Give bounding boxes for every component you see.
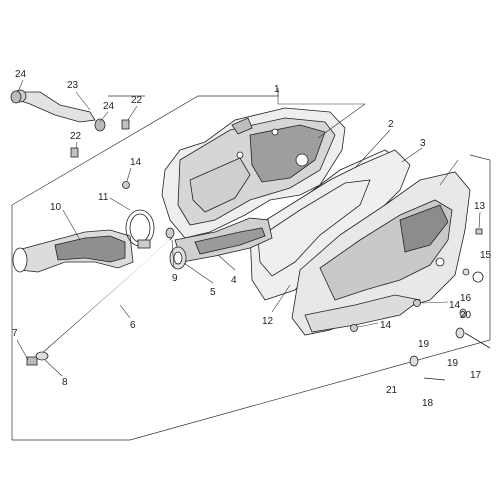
air-box-cover (291, 171, 471, 336)
callout-14-top: 14 (130, 157, 142, 168)
callout-labels: 1 2 3 4 5 6 7 8 9 10 11 12 13 14 14 14 1… (12, 69, 492, 409)
screw-b (413, 299, 421, 307)
callout-19-left: 19 (418, 339, 430, 350)
tube-clip (35, 351, 49, 361)
callout-8: 8 (62, 377, 68, 388)
spacer-b (459, 308, 467, 318)
callout-19-right: 19 (447, 358, 459, 369)
spacer-a (455, 327, 465, 339)
washer (462, 268, 470, 276)
callout-17: 17 (470, 370, 482, 381)
callout-22-right: 22 (131, 95, 143, 106)
callout-10: 10 (50, 202, 62, 213)
clip-b (70, 147, 79, 158)
clip-a (121, 119, 130, 130)
callout-15: 15 (480, 250, 492, 261)
breather-hose (13, 89, 96, 123)
leader-lines (16, 79, 481, 377)
plug (26, 356, 38, 366)
hose-clip-a (10, 90, 22, 104)
callout-24-left: 24 (15, 69, 27, 80)
callout-9: 9 (172, 273, 178, 284)
bolt-small (475, 228, 483, 235)
bolt-long-b (423, 377, 446, 381)
intake-hose (12, 229, 134, 273)
callout-16: 16 (460, 293, 472, 304)
callout-12: 12 (262, 316, 274, 327)
callout-20: 20 (460, 310, 472, 321)
intake-duct (174, 217, 273, 263)
callout-6: 6 (130, 320, 136, 331)
drain-tube (39, 237, 173, 356)
hose-clamp (125, 209, 155, 249)
callout-13: 13 (474, 201, 486, 212)
callout-14-bottom: 14 (380, 320, 392, 331)
bolt-long-a (464, 332, 491, 349)
callout-14-right: 14 (449, 300, 461, 311)
callout-3: 3 (420, 138, 426, 149)
callout-2: 2 (388, 119, 394, 130)
callout-23: 23 (67, 80, 79, 91)
assembly-outline (11, 88, 491, 441)
spacer-c (409, 355, 419, 367)
sleeve (169, 246, 187, 270)
callout-4: 4 (231, 275, 237, 286)
callout-1: 1 (274, 84, 280, 95)
air-filter-element (249, 149, 411, 301)
lower-seal (257, 179, 371, 277)
grommet (472, 271, 484, 283)
callout-5: 5 (210, 287, 216, 298)
callout-11: 11 (98, 192, 109, 203)
callout-18: 18 (422, 398, 434, 409)
callout-21: 21 (386, 385, 398, 396)
callout-22-left: 22 (70, 131, 82, 142)
callout-7: 7 (12, 328, 18, 339)
callout-24-right: 24 (103, 101, 115, 112)
screw-a (122, 181, 130, 189)
screw-c (350, 324, 358, 332)
air-box-upper-housing (161, 107, 346, 239)
hose-clip-b (94, 118, 106, 132)
fitting (165, 227, 175, 239)
